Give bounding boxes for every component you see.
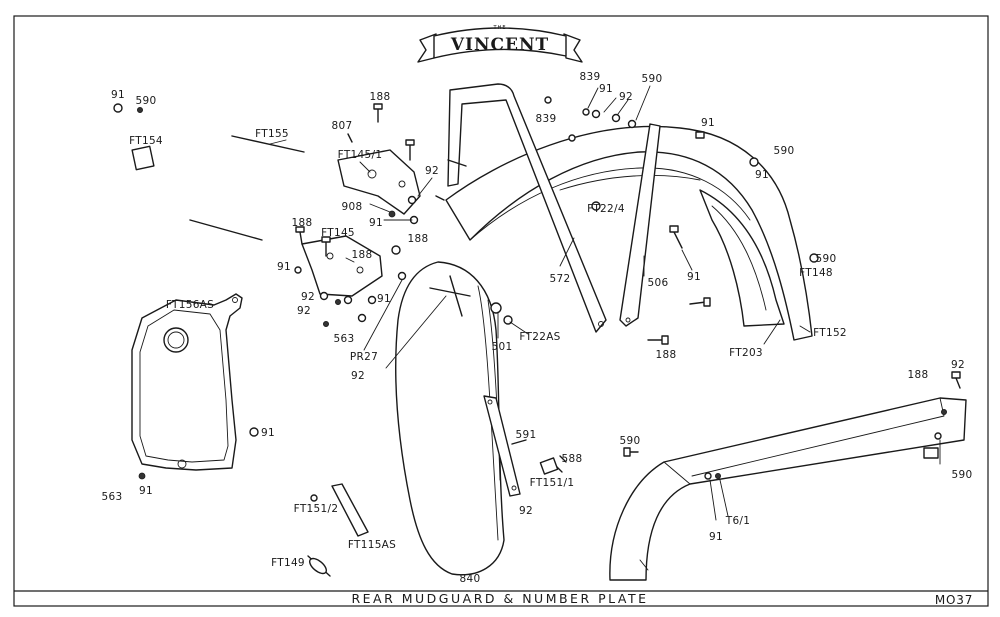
- part-label: 92: [297, 305, 311, 317]
- part-label: 590: [136, 95, 157, 107]
- part-label: 188: [292, 217, 313, 229]
- lifting-handle-ft22as: [447, 83, 607, 333]
- part-label: 91: [277, 261, 291, 273]
- valance-ft152: [699, 189, 785, 327]
- logo-small-text: THE: [493, 25, 507, 31]
- part-label: FT156AS: [166, 299, 214, 311]
- mudguard-blade-ft149: [394, 261, 505, 576]
- part-label: 92: [519, 505, 533, 517]
- part-label: 501: [492, 341, 513, 353]
- part-label: 840: [460, 573, 481, 585]
- stay-ft151-2: [331, 483, 369, 537]
- part-label: 188: [370, 91, 391, 103]
- part-label: T6/1: [725, 515, 751, 527]
- hardware-fasteners: [113, 96, 961, 502]
- part-label: 839: [536, 113, 557, 125]
- vincent-logo: THE VINCENT: [417, 25, 583, 63]
- part-label: 506: [648, 277, 669, 289]
- part-label: 590: [642, 73, 663, 85]
- part-label: 92: [351, 370, 365, 382]
- part-label: 590: [620, 435, 641, 447]
- part-label: 188: [908, 369, 929, 381]
- part-label: 91: [755, 169, 769, 181]
- part-label: 188: [352, 249, 373, 261]
- part-label: 91: [687, 271, 701, 283]
- part-label: FT151/1: [530, 477, 575, 489]
- part-label: FT203: [729, 347, 763, 359]
- part-label: 91: [139, 485, 153, 497]
- part-label: FT145/1: [338, 149, 383, 161]
- part-label: FT155: [255, 128, 289, 140]
- part-label: 572: [550, 273, 571, 285]
- bracket-ft145: [301, 235, 383, 297]
- drawing-border: [13, 15, 989, 607]
- part-label: FT145: [321, 227, 355, 239]
- part-label: FT151/2: [294, 503, 339, 515]
- part-label: 91: [709, 531, 723, 543]
- part-label: 91: [599, 83, 613, 95]
- wing-bolt-ft115as: [307, 555, 331, 577]
- part-label: 92: [951, 359, 965, 371]
- part-label: FT148: [799, 267, 833, 279]
- part-label: 807: [332, 120, 353, 132]
- part-label: 839: [580, 71, 601, 83]
- part-label: FT154: [129, 135, 163, 147]
- part-label: 92: [619, 91, 633, 103]
- stay-ft22-4: [619, 123, 661, 327]
- part-label: FT22/4: [587, 203, 625, 215]
- number-plate: [131, 293, 243, 471]
- part-label: PR27: [350, 351, 378, 363]
- rod-ft155: [189, 135, 305, 241]
- part-label: 92: [301, 291, 315, 303]
- part-label: 563: [334, 333, 355, 345]
- part-label: 590: [816, 253, 837, 265]
- part-label: 591: [516, 429, 537, 441]
- handle-ft156as: [429, 275, 471, 317]
- part-label: 590: [952, 469, 973, 481]
- part-label: 188: [656, 349, 677, 361]
- part-label: 588: [562, 453, 583, 465]
- part-labels: 91 590 FT154 FT155 188 807 FT145/1 92 90…: [102, 71, 973, 585]
- part-label: 92: [425, 165, 439, 177]
- part-label: 91: [701, 117, 715, 129]
- part-label: FT149: [271, 557, 305, 569]
- part-label: 590: [774, 145, 795, 157]
- part-label: 908: [342, 201, 363, 213]
- rear-fairing-t6-1: [609, 397, 967, 581]
- leader-lines: [269, 85, 941, 571]
- stay-ft151-1: [483, 395, 521, 497]
- part-label: 91: [261, 427, 275, 439]
- drawing-code: MO37: [935, 593, 973, 607]
- part-label: 188: [408, 233, 429, 245]
- part-label: 91: [369, 217, 383, 229]
- bracket-ft145-1: [337, 149, 421, 215]
- clip-ft154: [131, 145, 155, 171]
- part-label: FT115AS: [348, 539, 396, 551]
- part-label: FT152: [813, 327, 847, 339]
- part-label: FT22AS: [519, 331, 560, 343]
- part-label: 563: [102, 491, 123, 503]
- part-label: 91: [111, 89, 125, 101]
- part-label: 91: [377, 293, 391, 305]
- diagram-caption: REAR MUDGUARD & NUMBER PLATE: [351, 591, 648, 606]
- logo-brand-text: VINCENT: [450, 35, 549, 55]
